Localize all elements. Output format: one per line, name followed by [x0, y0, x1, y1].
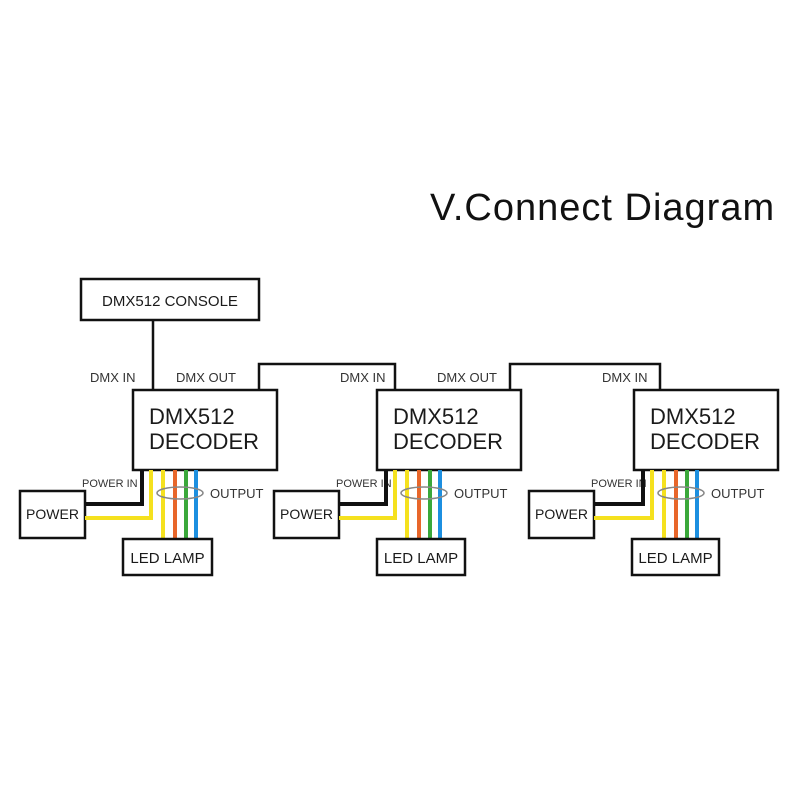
decoder-label-line1: DMX512 — [149, 404, 235, 429]
output-label: OUTPUT — [454, 486, 508, 501]
decoder-box — [131, 388, 279, 472]
power-label: POWER — [280, 506, 333, 522]
led-lamp-label: LED LAMP — [638, 550, 712, 567]
led-lamp-label: LED LAMP — [130, 550, 204, 567]
power-label: POWER — [535, 506, 588, 522]
console-label: DMX512 CONSOLE — [102, 293, 238, 310]
dmx-out-label: DMX OUT — [437, 370, 497, 385]
power-box — [527, 489, 596, 540]
output-label: OUTPUT — [711, 486, 765, 501]
dmx-out-label: DMX OUT — [176, 370, 236, 385]
power-wire-yellow — [594, 470, 654, 520]
led-lamp-box — [630, 537, 721, 577]
dmx-in-label: DMX IN — [90, 370, 136, 385]
decoder-label-line2: DECODER — [149, 429, 259, 454]
decoder-2-to-decoder-3-line — [508, 362, 662, 390]
decoder-label-line2: DECODER — [650, 429, 760, 454]
output-bundle-ring — [400, 486, 448, 500]
led-lamp-label: LED LAMP — [384, 550, 458, 567]
decoder-label-line2: DECODER — [393, 429, 503, 454]
power-wire-black — [85, 470, 144, 506]
decoder-box — [632, 388, 780, 472]
dmx-in-label: DMX IN — [340, 370, 386, 385]
dmx-in-label: DMX IN — [602, 370, 648, 385]
power-label: POWER — [26, 506, 79, 522]
power-wire-black — [339, 470, 388, 506]
diagram-title: V.Connect Diagram — [430, 187, 775, 229]
power-box — [272, 489, 341, 540]
power-box — [18, 489, 87, 540]
output-bundle-ring — [156, 486, 204, 500]
decoder-1-to-decoder-2-line — [257, 362, 397, 390]
decoder-label-line1: DMX512 — [650, 404, 736, 429]
console-box — [79, 277, 261, 322]
output-label: OUTPUT — [210, 486, 264, 501]
dmx512-console: DMX512 CONSOLE — [79, 277, 261, 322]
decoder-box — [375, 388, 523, 472]
led-lamp-box — [121, 537, 214, 577]
power-in-label: POWER IN — [591, 478, 647, 490]
led-lamp-box — [375, 537, 467, 577]
power-wire-black — [594, 470, 645, 506]
output-bundle-ring — [657, 486, 705, 500]
power-in-label: POWER IN — [336, 478, 392, 490]
power-wire-yellow — [85, 470, 153, 520]
power-wire-yellow — [339, 470, 397, 520]
decoder-label-line1: DMX512 — [393, 404, 479, 429]
power-in-label: POWER IN — [82, 478, 138, 490]
